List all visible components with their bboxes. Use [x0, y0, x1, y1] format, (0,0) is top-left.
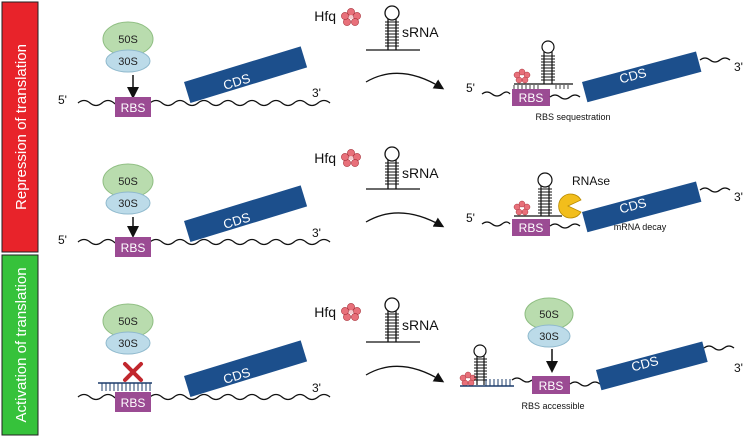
- rbs-box: [512, 89, 550, 106]
- hfq-icon: [341, 149, 361, 167]
- svg-text:RBS: RBS: [519, 221, 544, 235]
- row1-left-mrna: 50S 30S 5' RBS CDS 3': [58, 21, 331, 117]
- cds-box: [184, 46, 308, 104]
- repression-sidebar: Repression of translation: [1, 1, 39, 253]
- svg-text:5': 5': [58, 233, 67, 247]
- svg-text:CDS: CDS: [618, 195, 649, 217]
- srna-hairpin-icon: [513, 40, 573, 89]
- svg-text:Hfq: Hfq: [314, 8, 336, 24]
- svg-text:Hfq: Hfq: [314, 150, 336, 166]
- svg-text:5': 5': [466, 211, 475, 225]
- svg-text:sRNA: sRNA: [402, 24, 439, 40]
- repression-label: Repression of translation: [13, 44, 30, 210]
- activation-label: Activation of translation: [13, 267, 30, 422]
- svg-text:5': 5': [58, 93, 67, 107]
- svg-text:3': 3': [734, 60, 743, 74]
- process-arrow: [365, 72, 445, 90]
- hfq-icon: [341, 8, 361, 26]
- svg-text:RBS: RBS: [539, 379, 564, 393]
- hfq-icon: [513, 68, 531, 84]
- svg-text:CDS: CDS: [630, 353, 661, 375]
- svg-text:50S: 50S: [118, 34, 138, 46]
- cds-box: [582, 51, 702, 103]
- ribosome-30s: [105, 49, 151, 73]
- row1-srna: Hfq sRNA: [314, 5, 445, 90]
- srna-hairpin-icon: [366, 297, 420, 343]
- ribosome-30s: [105, 191, 151, 215]
- srna-hairpin-icon: [473, 344, 487, 385]
- rnase-icon: [558, 193, 582, 219]
- svg-text:sRNA: sRNA: [402, 165, 439, 181]
- srna-hairpin-icon: [514, 172, 562, 217]
- svg-text:5': 5': [466, 81, 475, 95]
- row3-caption: RBS accessible: [521, 401, 584, 411]
- ribosome-30s: [105, 331, 151, 355]
- activation-sidebar: Activation of translation: [1, 254, 39, 436]
- svg-text:3': 3': [734, 190, 743, 204]
- row3-right-mrna: 50S 30S RBS CDS 3' RBS accessible: [459, 297, 743, 411]
- svg-text:3': 3': [312, 86, 321, 100]
- cds-box: [184, 185, 308, 243]
- svg-text:CDS: CDS: [618, 65, 649, 87]
- row1-caption: RBS sequestration: [535, 112, 610, 122]
- svg-text:30S: 30S: [118, 56, 138, 68]
- srna-hairpin-icon: [366, 146, 420, 190]
- row2-left-mrna: 50S 30S 5' RBS CDS 3': [58, 163, 331, 257]
- row2-right-mrna: 5' RNAse RBS CDS 3' mRNA decay: [466, 172, 743, 236]
- row3-left-mrna: 50S 30S RBS CDS 3': [77, 303, 331, 412]
- hfq-icon: [459, 371, 477, 387]
- svg-text:30S: 30S: [118, 338, 138, 350]
- cds-box: [582, 181, 702, 233]
- svg-text:3': 3': [312, 381, 321, 395]
- row3-srna: Hfq sRNA: [314, 297, 445, 383]
- row2-srna: Hfq sRNA: [314, 146, 445, 228]
- rbs-box: [115, 97, 151, 117]
- rbs-box: [532, 376, 570, 394]
- svg-text:50S: 50S: [539, 309, 559, 321]
- svg-text:RBS: RBS: [519, 91, 544, 105]
- svg-text:3': 3': [734, 361, 743, 375]
- svg-text:sRNA: sRNA: [402, 317, 439, 333]
- svg-text:3': 3': [312, 226, 321, 240]
- svg-text:50S: 50S: [118, 316, 138, 328]
- cds-box: [596, 341, 708, 391]
- cds-box: [184, 340, 308, 398]
- rbs-box: [512, 219, 550, 236]
- hfq-icon: [513, 200, 531, 216]
- svg-text:RBS: RBS: [121, 101, 146, 115]
- ribosome-30s: [527, 324, 571, 348]
- svg-text:30S: 30S: [118, 198, 138, 210]
- row2-caption: mRNA decay: [614, 222, 667, 232]
- svg-text:Hfq: Hfq: [314, 304, 336, 320]
- rnase-label: RNAse: [572, 174, 610, 188]
- svg-text:RBS: RBS: [121, 241, 146, 255]
- hfq-icon: [341, 303, 361, 321]
- process-arrow: [365, 365, 445, 383]
- rbs-box: [115, 392, 151, 412]
- rbs-box: [115, 237, 151, 257]
- row1-right-mrna: 5' RBS CDS 3' RBS sequestration: [466, 40, 743, 122]
- svg-text:50S: 50S: [118, 176, 138, 188]
- process-arrow: [365, 212, 445, 228]
- block-x-icon: [123, 362, 143, 382]
- svg-text:30S: 30S: [539, 331, 559, 343]
- svg-text:RBS: RBS: [121, 396, 146, 410]
- srna-hairpin-icon: [366, 5, 420, 51]
